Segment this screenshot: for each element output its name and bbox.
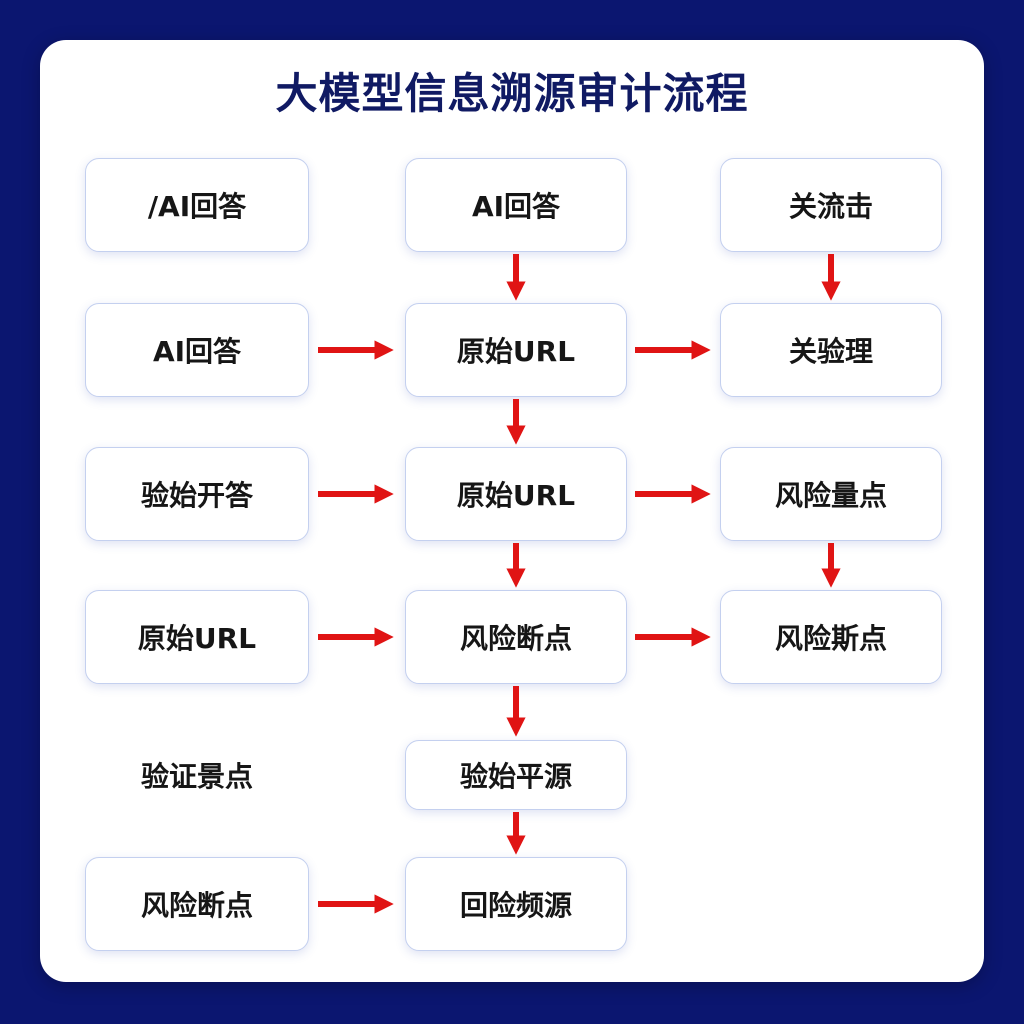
node-r6-left: 风险断点: [85, 857, 309, 951]
node-r6-mid: 回险频源: [405, 857, 627, 951]
node-r3-left: 验始开答: [85, 447, 309, 541]
page-title: 大模型信息溯源审计流程: [275, 69, 749, 118]
node-r5-mid: 验始平源: [405, 740, 627, 810]
node-r2-mid: 原始URL: [405, 303, 627, 397]
node-r4-right: 风险斯点: [720, 590, 942, 684]
node-r2-right: 关验理: [720, 303, 942, 397]
node-r1-mid: AI回答: [405, 158, 627, 252]
node-r5-left: 验证景点: [140, 760, 253, 793]
node-r1-left: /AI回答: [85, 158, 309, 252]
node-r3-right: 风险量点: [720, 447, 942, 541]
node-r2-left: AI回答: [85, 303, 309, 397]
node-r3-mid: 原始URL: [405, 447, 627, 541]
node-r4-mid: 风险断点: [405, 590, 627, 684]
node-r4-left: 原始URL: [85, 590, 309, 684]
node-r1-right: 关流击: [720, 158, 942, 252]
